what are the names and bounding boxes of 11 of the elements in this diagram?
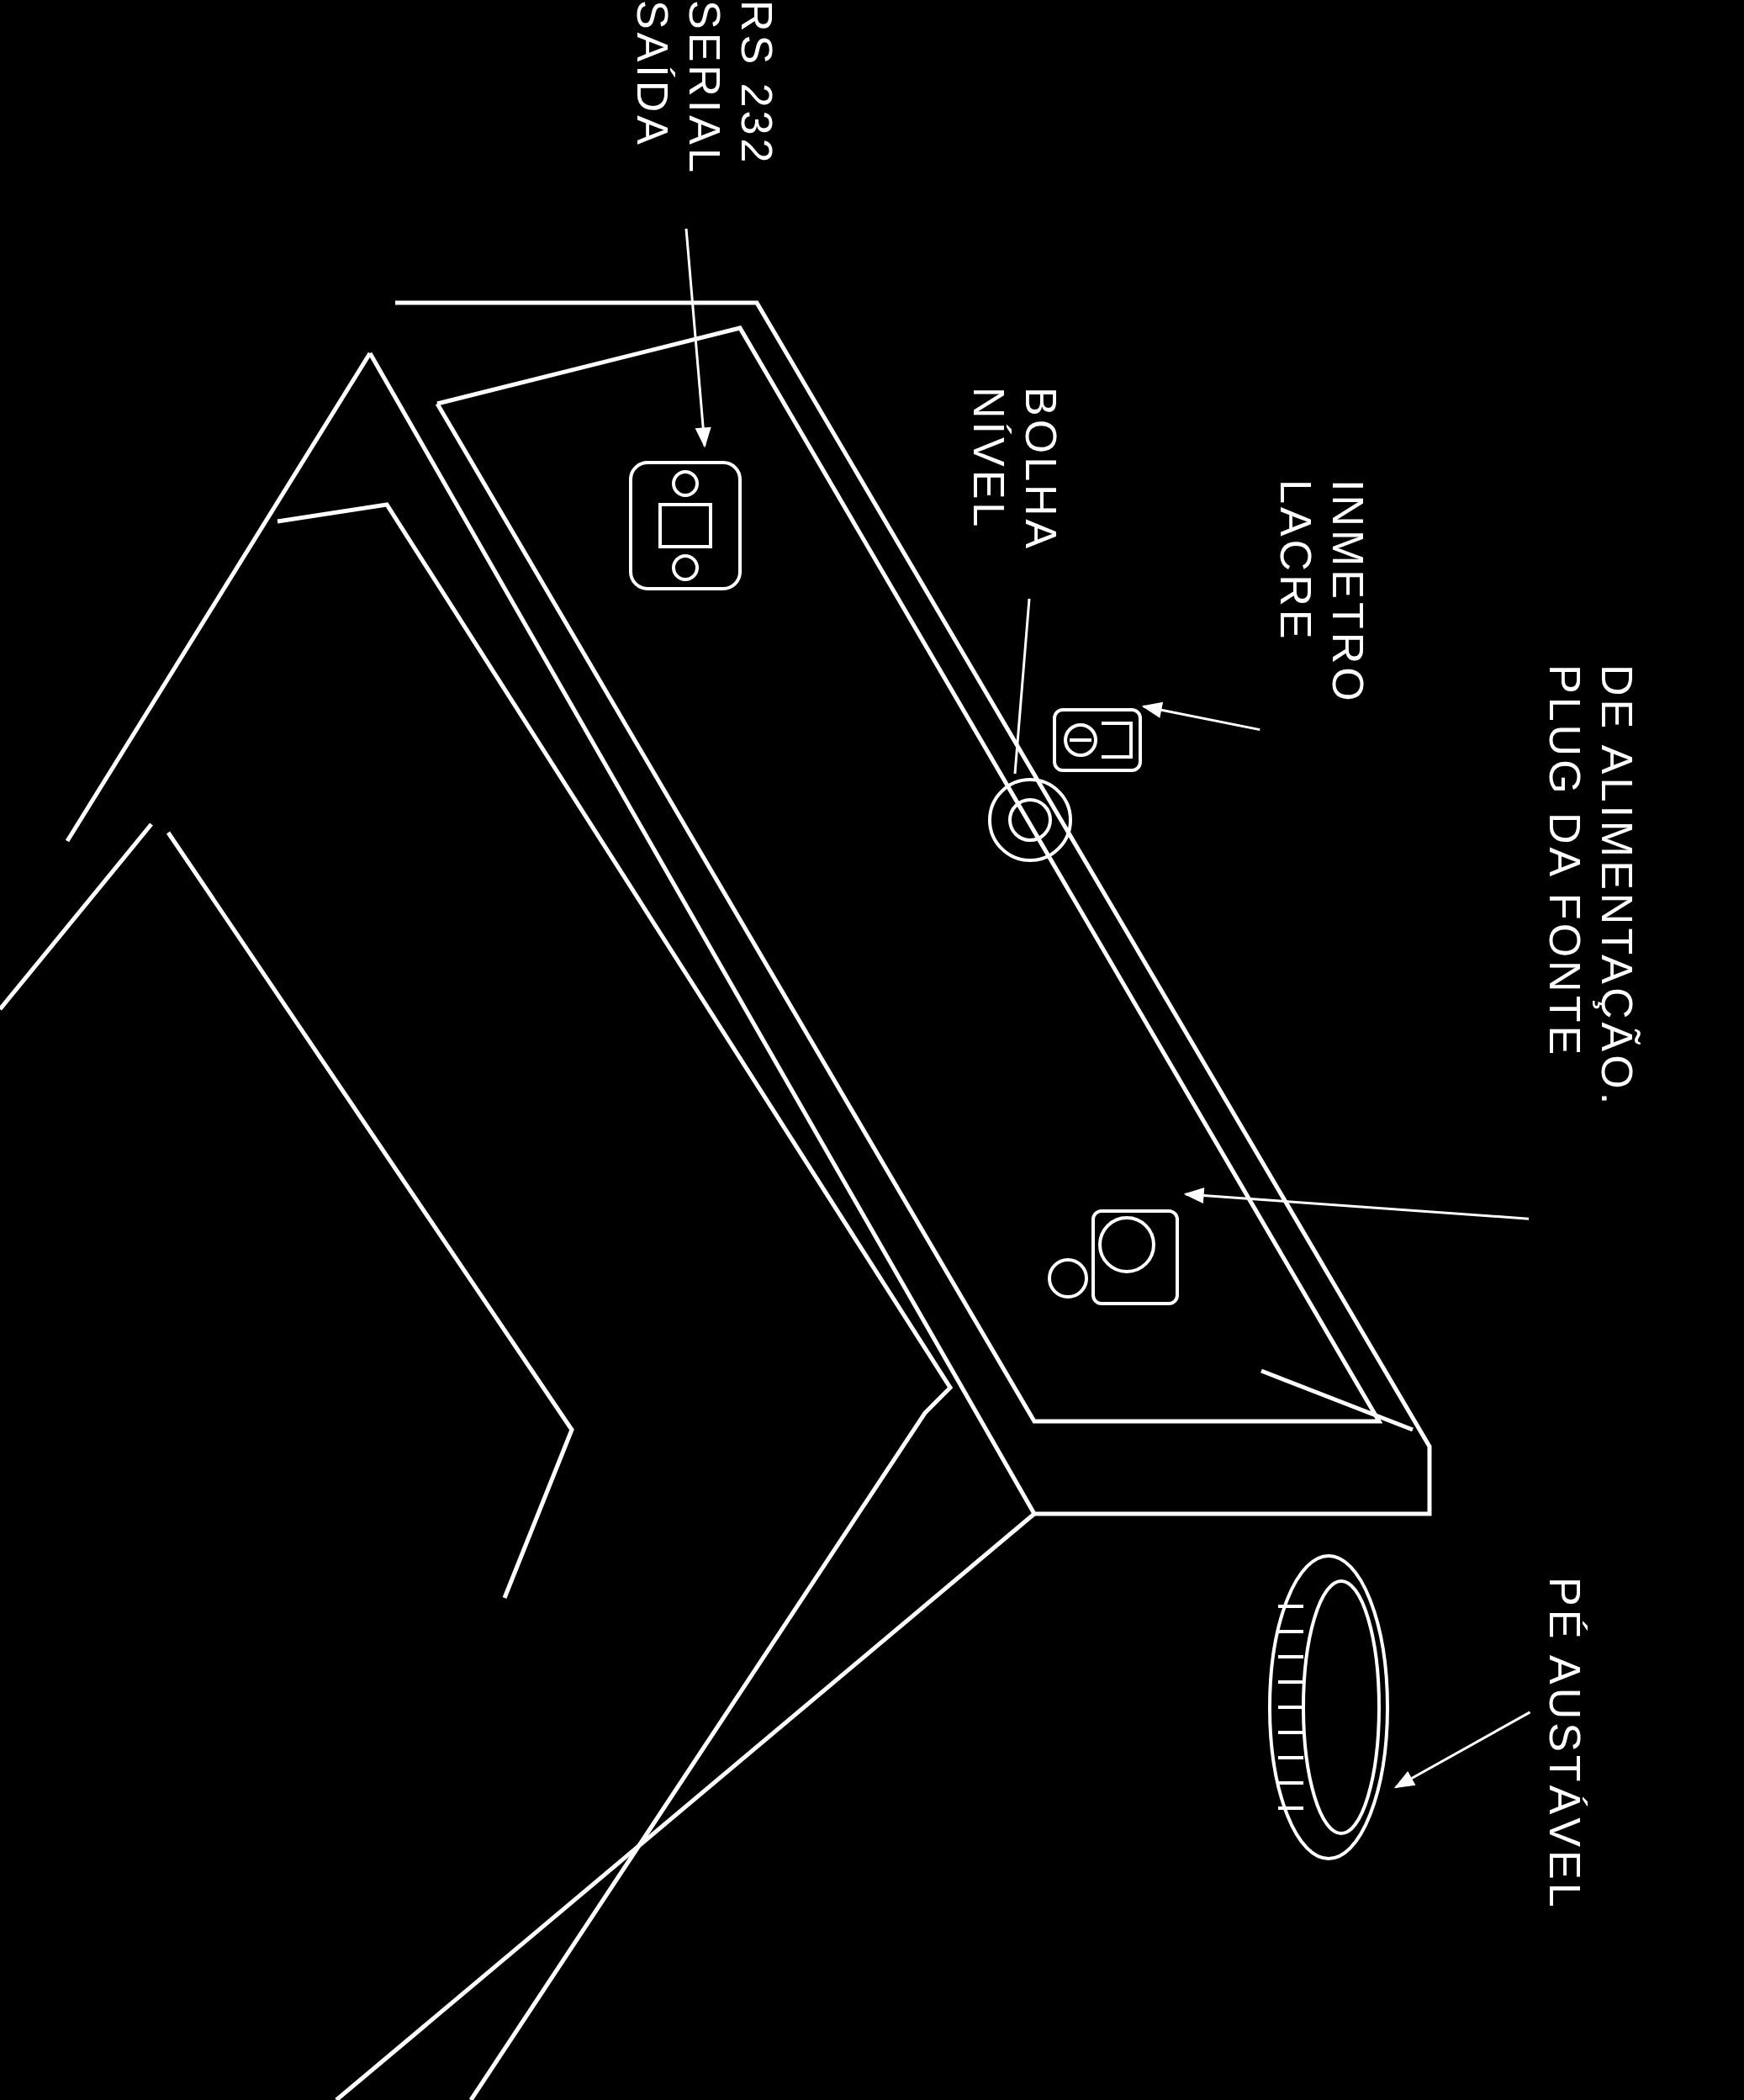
leader-arrow (1183, 1187, 1530, 1220)
seal-drawing (1051, 706, 1144, 774)
callout-label: PLUG DA FONTE DE ALIMENTAÇÃO. (1539, 664, 1643, 1219)
leader-arrow (1393, 1711, 1531, 1789)
callout-label: NÍVEL BOLHA (963, 387, 1067, 589)
leader-line (1013, 598, 1031, 775)
callout-label: LACRE INMETRO (1270, 479, 1374, 732)
leader-arrow (684, 228, 711, 448)
callout-label: PÉ AUSTÁVEL (1539, 1577, 1591, 1997)
leader-arrow (1141, 701, 1260, 732)
callout-label: SAÍDA SERIAL RS 232 (626, 0, 783, 219)
